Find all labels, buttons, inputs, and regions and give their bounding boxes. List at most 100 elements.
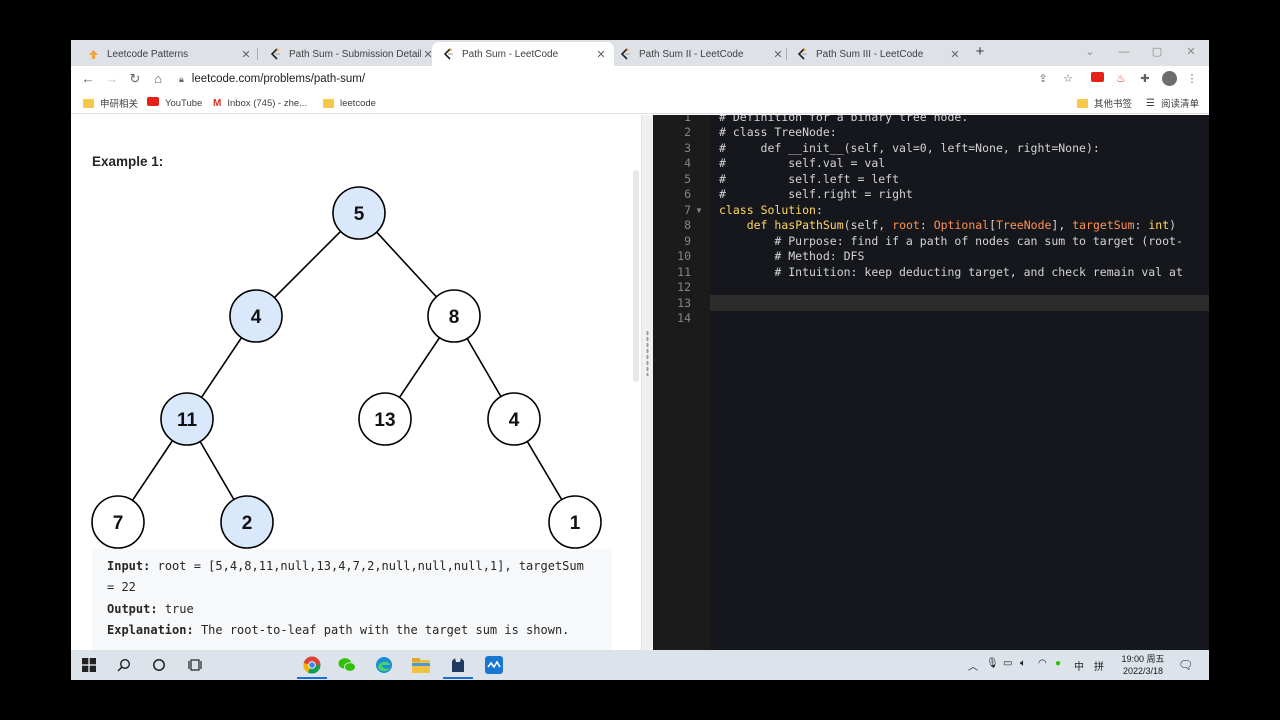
bookmark-label: 申研相关 bbox=[100, 99, 139, 110]
tray-chevron-up-icon[interactable]: ︿ bbox=[968, 662, 978, 673]
close-icon[interactable]: ✕ bbox=[596, 48, 606, 61]
line-number: 7 bbox=[684, 203, 691, 217]
extensions-puzzle-icon[interactable]: ✚ bbox=[1140, 73, 1150, 85]
bookmark-youtube[interactable]: YouTube bbox=[147, 95, 202, 111]
chrome-icon[interactable] bbox=[302, 655, 322, 675]
wechat-icon[interactable] bbox=[337, 655, 357, 675]
punct: : bbox=[815, 203, 823, 217]
tree-node-label: 1 bbox=[570, 513, 581, 534]
tab-path-sum-submission[interactable]: Path Sum - Submission Detail ✕ bbox=[259, 42, 441, 66]
ime-indicator[interactable]: 中 bbox=[1074, 662, 1084, 673]
tab-search-icon[interactable]: ⌄ bbox=[1085, 46, 1095, 58]
drag-handle-icon[interactable] bbox=[646, 330, 649, 376]
ime-mode-indicator[interactable]: 拼 bbox=[1094, 662, 1104, 673]
microphone-icon[interactable]: 🎙︎ bbox=[986, 658, 999, 669]
windows-taskbar: ︿ 🎙︎ ▭ 🔈︎ ◠ ● 中 拼 19:00 周五 2022/3/18 🗨︎ bbox=[71, 650, 1209, 680]
bookmarks-bar: 申研相关 YouTube M Inbox (745) - zhe... leet… bbox=[71, 92, 1209, 114]
close-icon[interactable]: ✕ bbox=[950, 48, 960, 61]
tree-node: 11 bbox=[160, 392, 214, 446]
battery-icon[interactable]: ▭ bbox=[1003, 658, 1013, 669]
close-icon[interactable]: ✕ bbox=[423, 48, 433, 61]
new-tab-button[interactable]: + bbox=[975, 43, 985, 60]
file-explorer-icon[interactable] bbox=[411, 655, 431, 675]
reading-list[interactable]: ☰ 阅读清单 bbox=[1146, 95, 1199, 111]
tab-path-sum-iii[interactable]: Path Sum III - LeetCode ✕ bbox=[786, 42, 968, 66]
edge-icon[interactable] bbox=[374, 655, 394, 675]
minimize-icon[interactable]: — bbox=[1118, 46, 1130, 58]
keyword: class bbox=[719, 203, 754, 217]
windows-start-icon[interactable] bbox=[79, 655, 99, 675]
output-value: true bbox=[164, 602, 194, 616]
address-bar[interactable]: 🔒︎ leetcode.com/problems/path-sum/ bbox=[179, 69, 1059, 89]
whiteboard-icon[interactable] bbox=[484, 655, 504, 675]
punct: ], bbox=[1051, 218, 1073, 232]
avatar[interactable] bbox=[1161, 71, 1177, 87]
param-name: root bbox=[892, 218, 920, 232]
line-number: 3 bbox=[684, 141, 691, 155]
close-icon[interactable]: ✕ bbox=[241, 48, 251, 61]
system-clock[interactable]: 19:00 周五 2022/3/18 bbox=[1115, 653, 1171, 677]
maximize-icon[interactable]: ▢ bbox=[1151, 46, 1163, 58]
line-number: 14 bbox=[677, 311, 691, 325]
tree-node-circle bbox=[220, 495, 274, 549]
bookmark-folder-shenyan[interactable]: 申研相关 bbox=[83, 95, 138, 111]
tree-node-label: 8 bbox=[449, 307, 460, 328]
wechat-tray-icon[interactable]: ● bbox=[1055, 658, 1062, 669]
line-number: 5 bbox=[684, 172, 691, 186]
scrollbar[interactable] bbox=[633, 170, 639, 382]
close-icon[interactable]: ✕ bbox=[773, 48, 783, 61]
leetcode-patterns-icon bbox=[87, 48, 99, 60]
bookmark-label: Inbox (745) - zhe... bbox=[227, 97, 308, 109]
leetcode-icon bbox=[269, 48, 281, 60]
tree-node-label: 7 bbox=[113, 513, 124, 534]
tree-node: 4 bbox=[229, 289, 283, 343]
search-icon[interactable] bbox=[114, 655, 134, 675]
code-text-area[interactable]: # Definition for a binary tree node. # c… bbox=[710, 115, 1209, 650]
code-line: # Intuition: keep deducting target, and … bbox=[719, 265, 1183, 279]
more-menu-icon[interactable]: ⋮ bbox=[1186, 73, 1198, 85]
browser-toolbar: ← → ↻ ⌂ 🔒︎ leetcode.com/problems/path-su… bbox=[71, 66, 1209, 92]
line-number: 6 bbox=[684, 187, 691, 201]
tab-path-sum-ii[interactable]: Path Sum II - LeetCode ✕ bbox=[609, 42, 791, 66]
code-line: # Purpose: find if a path of nodes can s… bbox=[719, 234, 1183, 248]
task-view-icon[interactable] bbox=[185, 655, 205, 675]
bookmark-label: YouTube bbox=[165, 97, 203, 109]
output-label: Output: bbox=[107, 602, 158, 616]
tab-path-sum[interactable]: Path Sum - LeetCode ✕ bbox=[432, 42, 614, 66]
explanation-label: Explanation: bbox=[107, 623, 194, 637]
cortana-icon[interactable] bbox=[149, 655, 169, 675]
youtube-extension-icon[interactable] bbox=[1089, 71, 1105, 87]
volume-icon[interactable]: 🔈︎ bbox=[1020, 658, 1026, 669]
line-number: 2 bbox=[684, 125, 691, 139]
fold-chevron-icon[interactable]: ▼ bbox=[695, 206, 703, 215]
bookmark-folder-leetcode[interactable]: leetcode bbox=[323, 95, 376, 111]
share-icon[interactable]: ⇪ bbox=[1038, 73, 1048, 85]
pane-splitter[interactable] bbox=[641, 115, 653, 650]
back-arrow-icon[interactable]: ← bbox=[81, 71, 95, 86]
tree-node-circle bbox=[332, 186, 386, 240]
home-icon[interactable]: ⌂ bbox=[154, 71, 162, 86]
tree-node: 7 bbox=[91, 495, 145, 549]
explanation-value: The root-to-leaf path with the target su… bbox=[200, 623, 570, 637]
extension-red-icon[interactable]: ♨ bbox=[1116, 73, 1126, 85]
bookmark-star-icon[interactable]: ☆ bbox=[1063, 73, 1073, 85]
tab-leetcode-patterns[interactable]: Leetcode Patterns ✕ bbox=[77, 42, 259, 66]
reading-list-icon: ☰ bbox=[1146, 97, 1155, 109]
bookmark-folder-other[interactable]: 其他书签 bbox=[1077, 95, 1132, 111]
tree-node-circle bbox=[487, 392, 541, 446]
code-editor[interactable]: 1 2 3 4 5 6 7 ▼ 8 9 10 11 12 13 14 # Def… bbox=[653, 115, 1209, 650]
close-window-icon[interactable]: ✕ bbox=[1186, 46, 1196, 58]
input-label: Input: bbox=[107, 559, 151, 573]
notification-icon[interactable]: 🗨︎ bbox=[1178, 658, 1194, 672]
reload-icon[interactable]: ↻ bbox=[129, 71, 141, 86]
youtube-icon bbox=[147, 97, 159, 109]
tab-title: Path Sum III - LeetCode bbox=[816, 48, 924, 60]
wifi-icon[interactable]: ◠ bbox=[1038, 658, 1047, 669]
bookmark-gmail[interactable]: M Inbox (745) - zhe... bbox=[213, 95, 307, 111]
tree-node-circle bbox=[548, 495, 602, 549]
code-line: # self.val = val bbox=[719, 156, 886, 170]
cat-app-icon[interactable] bbox=[448, 655, 468, 675]
bookmark-label: 其他书签 bbox=[1094, 99, 1133, 110]
forward-arrow-icon[interactable]: → bbox=[105, 71, 119, 86]
